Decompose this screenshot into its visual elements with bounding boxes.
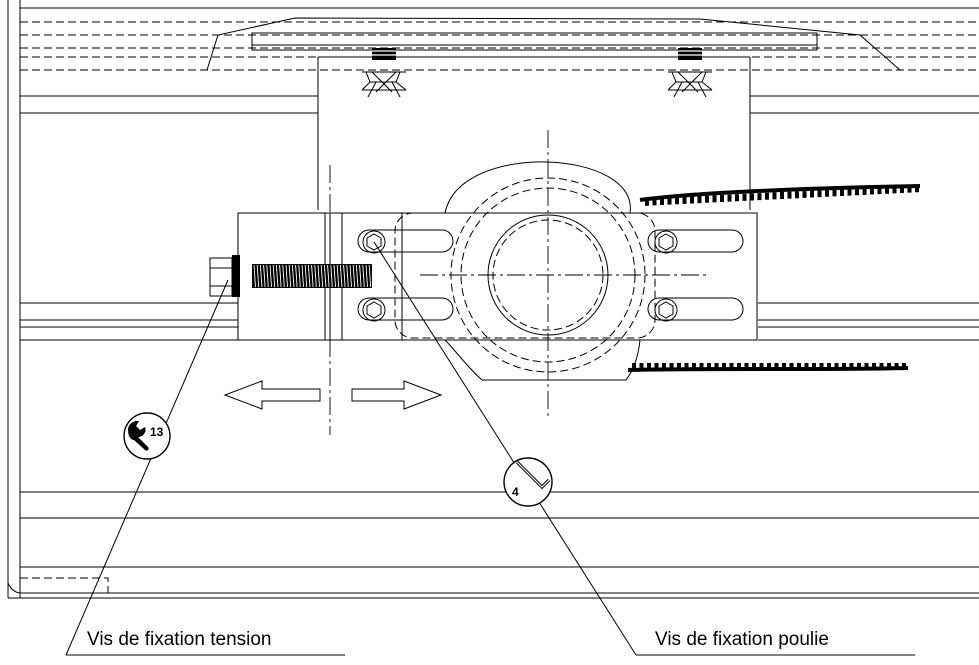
spring-right	[667, 48, 713, 98]
wrench-size-label: 13	[150, 425, 164, 439]
pulley-housing	[394, 130, 710, 420]
double-direction-arrows-icon	[223, 380, 443, 410]
screw-bottom-left	[362, 298, 386, 322]
wrench-icon	[128, 420, 149, 451]
frame-lines	[7, 0, 979, 599]
wrench-badge: 13	[123, 412, 171, 460]
tension-plate	[341, 212, 758, 341]
screw-top-left	[362, 230, 386, 254]
hex-key-icon	[515, 460, 551, 490]
belt-top	[639, 184, 921, 206]
belt-bottom	[627, 363, 909, 372]
top-cover	[206, 17, 901, 71]
threaded-rod	[252, 264, 372, 288]
hex-key-badge: 4	[503, 457, 553, 507]
carriage-body	[317, 56, 751, 210]
callout-pulley-screw: Vis de fixation poulie	[655, 629, 829, 650]
screw-bottom-right	[654, 298, 678, 322]
callout-tension-screw: Vis de fixation tension	[87, 629, 272, 650]
hex-key-size-label: 4	[512, 485, 519, 499]
spring-left	[361, 48, 407, 98]
screw-top-right	[654, 230, 678, 254]
leader-left	[65, 279, 345, 656]
leader-right	[373, 241, 915, 656]
